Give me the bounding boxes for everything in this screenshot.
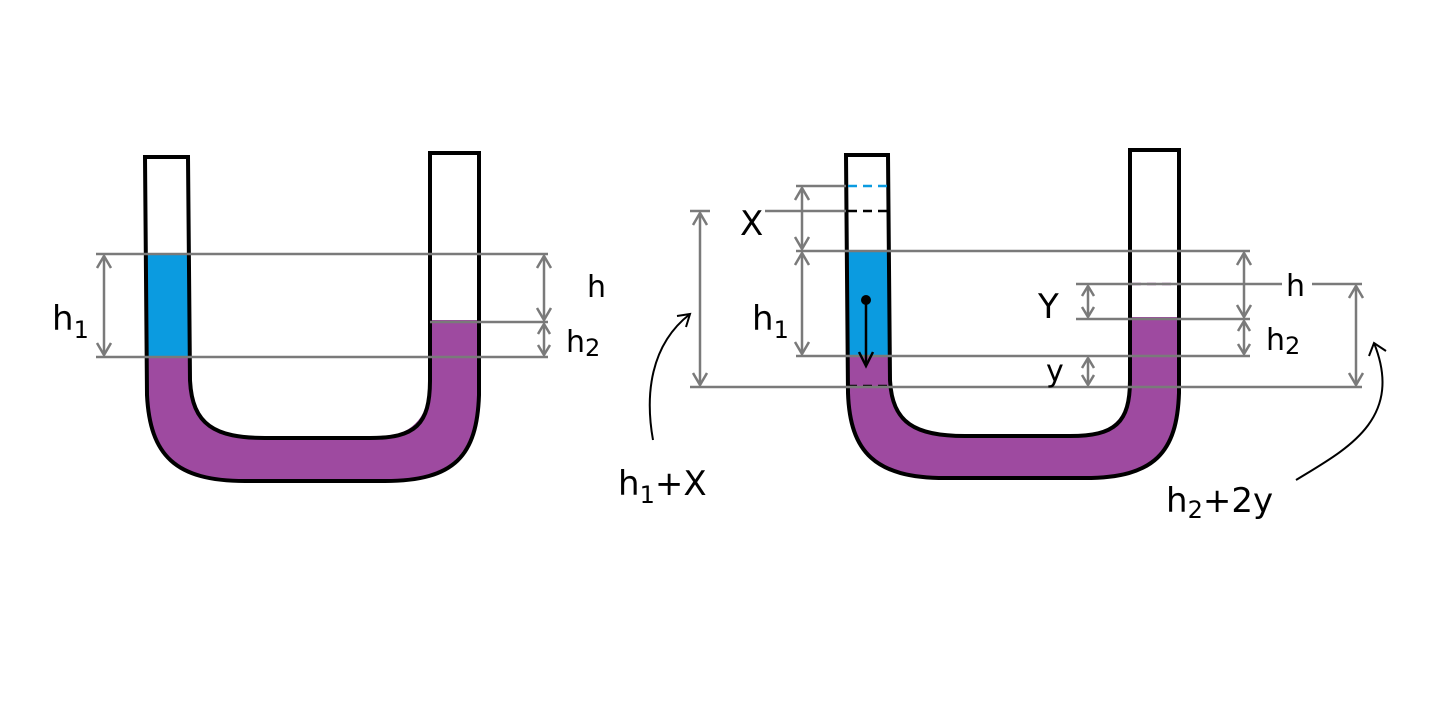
right-u-tube: X h1 Y y h h2 h1+X h2+2y bbox=[618, 148, 1387, 524]
left-u-tube: h1 h h2 bbox=[52, 151, 606, 483]
annotation-arrow-left-head bbox=[676, 312, 692, 328]
right-label-h: h bbox=[1286, 269, 1305, 304]
annotation-arrow-left bbox=[648, 313, 691, 441]
right-label-h1: h1 bbox=[752, 299, 789, 344]
left-label-h: h bbox=[587, 270, 606, 305]
left-water-column bbox=[146, 254, 190, 357]
left-label-h1: h1 bbox=[52, 299, 89, 344]
left-tube-outline bbox=[142, 151, 481, 483]
right-label-Y: Y bbox=[1037, 287, 1059, 327]
right-tube-outline bbox=[843, 148, 1181, 480]
right-heavy-liquid bbox=[846, 317, 1178, 477]
right-label-x: X bbox=[740, 204, 763, 244]
force-arrow-head bbox=[857, 351, 875, 369]
left-heavy-liquid bbox=[145, 320, 478, 480]
right-label-h2: h2 bbox=[1266, 323, 1300, 360]
annotation-h1-plus-x: h1+X bbox=[618, 464, 707, 509]
right-label-y: y bbox=[1046, 354, 1064, 389]
annotation-arrow-right-head bbox=[1368, 341, 1387, 357]
annotation-h2-plus-2y: h2+2y bbox=[1166, 481, 1273, 524]
annotation-arrow-right bbox=[1295, 342, 1384, 481]
left-label-h2: h2 bbox=[566, 325, 600, 362]
